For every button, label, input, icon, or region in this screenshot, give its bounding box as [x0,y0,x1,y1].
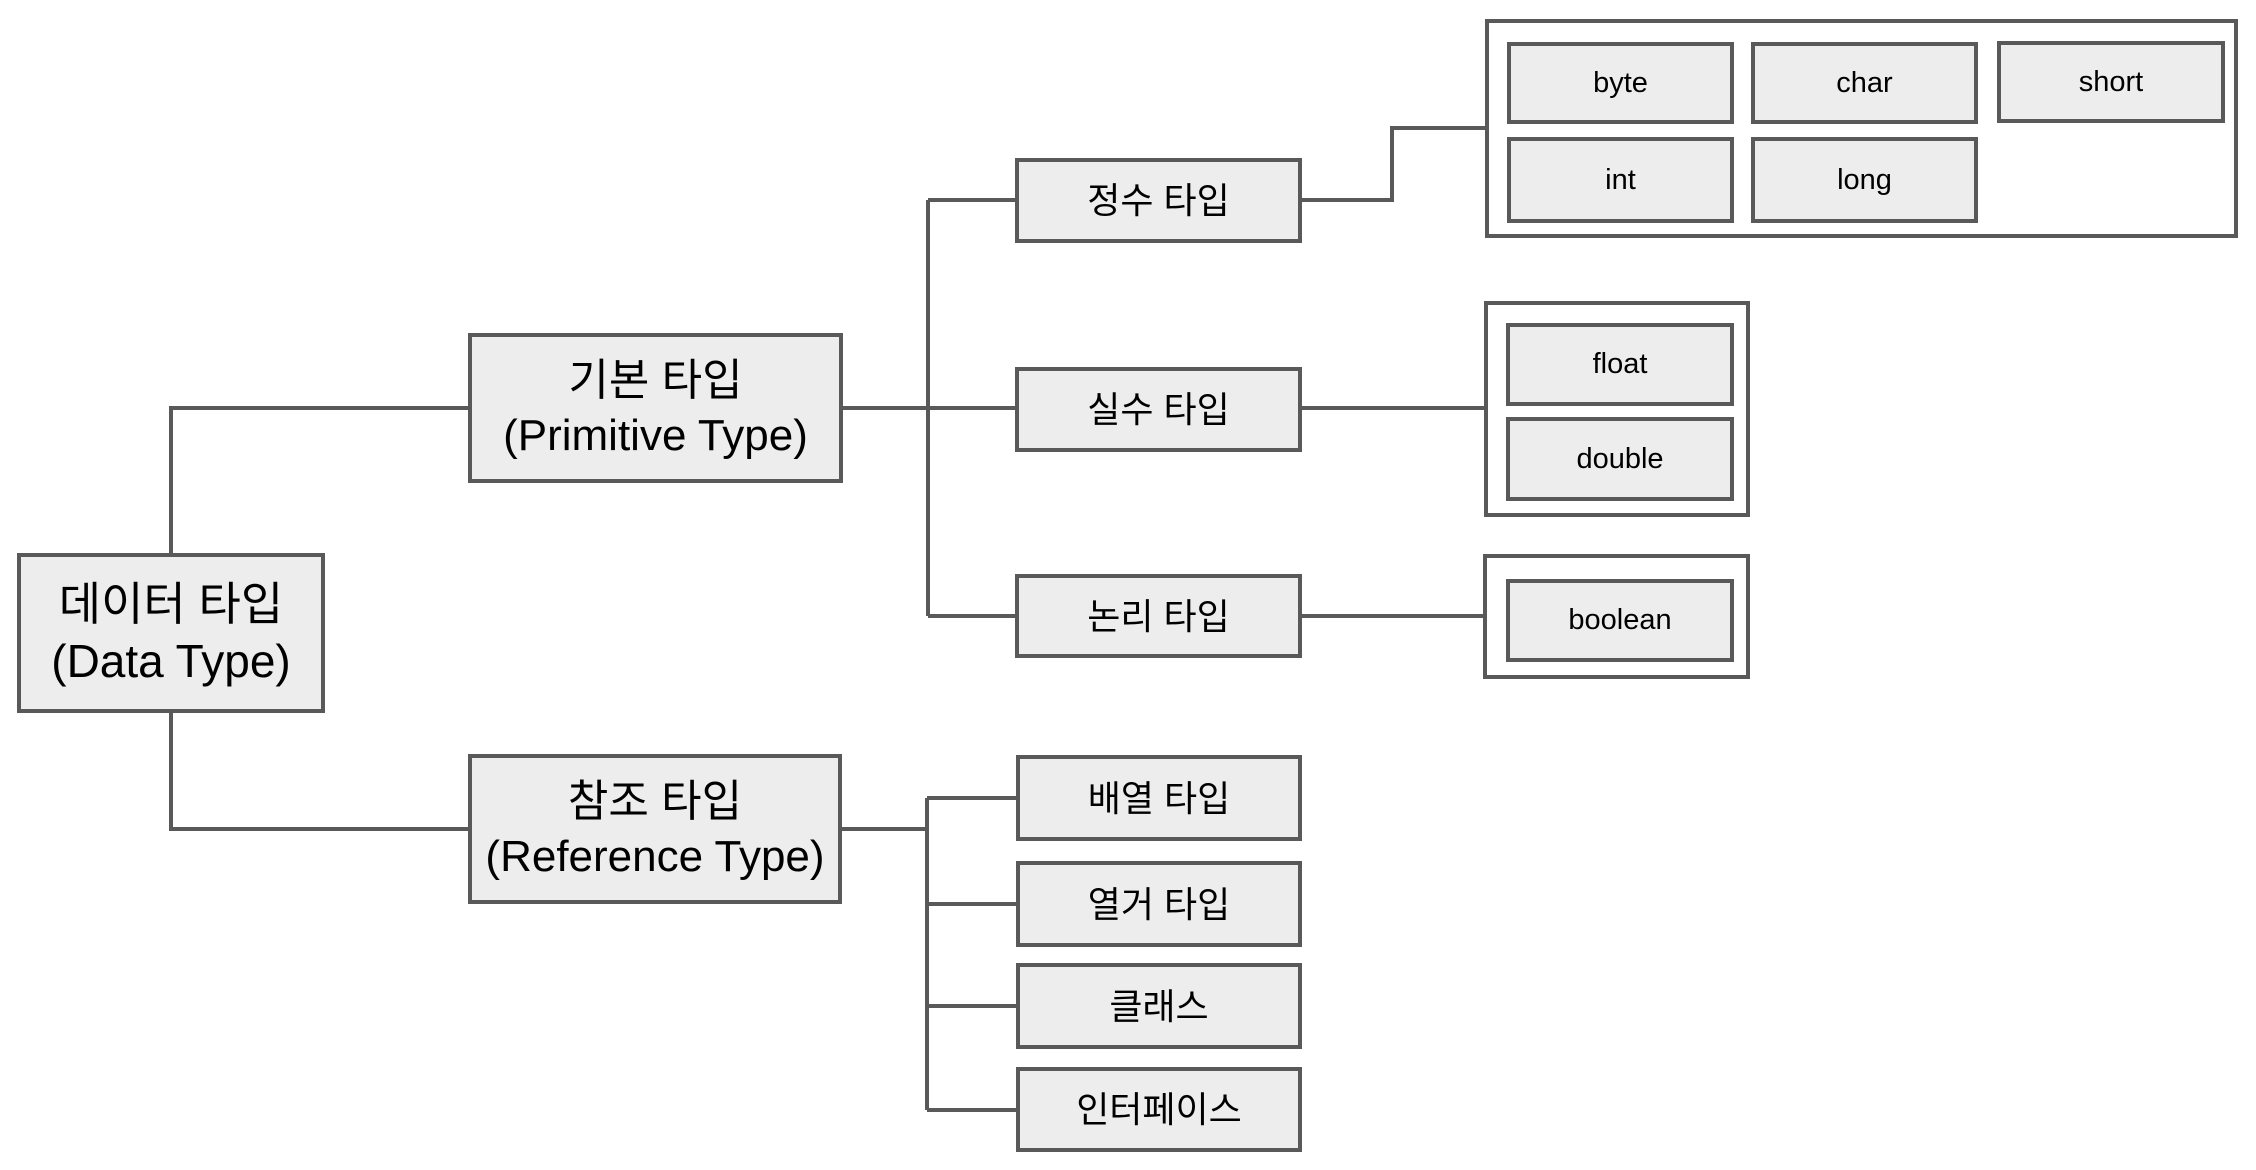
node-array-type-label: 배열 타입 [1087,777,1231,819]
node-char-label: char [1836,66,1893,99]
node-char: char [1751,42,1978,124]
group-integer-types: byte char short int long [1485,19,2238,238]
node-logical-type: 논리 타입 [1015,574,1302,658]
group-logical-types: boolean [1483,554,1750,679]
node-long: long [1751,137,1978,223]
node-primitive-type: 기본 타입 (Primitive Type) [468,333,843,483]
node-interface-type-label: 인터페이스 [1076,1089,1242,1130]
node-reference-type-label: 참조 타입 [567,777,743,826]
node-boolean: boolean [1506,579,1734,662]
node-byte-label: byte [1593,66,1648,99]
node-byte: byte [1507,42,1734,124]
node-logical-type-label: 논리 타입 [1087,595,1230,637]
node-reference-type: 참조 타입 (Reference Type) [468,754,842,904]
node-float-label: float [1592,348,1648,381]
node-short-label: short [2078,65,2144,98]
node-boolean-label: boolean [1568,604,1672,637]
node-class-type: 클래스 [1016,963,1302,1049]
node-short: short [1997,41,2225,123]
node-reference-type-sublabel: (Reference Type) [485,832,825,881]
node-double: double [1506,417,1734,501]
node-double-label: double [1576,442,1664,475]
node-floating-type: 실수 타입 [1015,367,1302,452]
node-enum-type: 열거 타입 [1016,861,1302,947]
edge-integer-group [1302,126,1485,202]
group-floating-types: float double [1484,301,1750,517]
node-array-type: 배열 타입 [1016,755,1302,841]
node-int-label: int [1605,163,1636,196]
node-data-type-sublabel: (Data Type) [51,635,291,687]
node-int: int [1507,137,1734,223]
edge-root-primitive [169,406,468,553]
node-integer-type-label: 정수 타입 [1087,180,1230,221]
node-class-type-label: 클래스 [1109,985,1209,1027]
node-integer-type: 정수 타입 [1015,158,1302,243]
node-enum-type-label: 열거 타입 [1087,883,1231,925]
node-primitive-type-label: 기본 타입 [568,356,743,405]
node-primitive-type-sublabel: (Primitive Type) [503,411,808,460]
node-float: float [1506,323,1734,406]
edge-root-reference [169,713,468,831]
node-floating-type-label: 실수 타입 [1087,389,1230,430]
node-interface-type: 인터페이스 [1016,1067,1302,1152]
node-long-label: long [1837,163,1892,196]
node-data-type: 데이터 타입 (Data Type) [17,553,325,713]
node-data-type-label: 데이터 타입 [58,577,284,630]
